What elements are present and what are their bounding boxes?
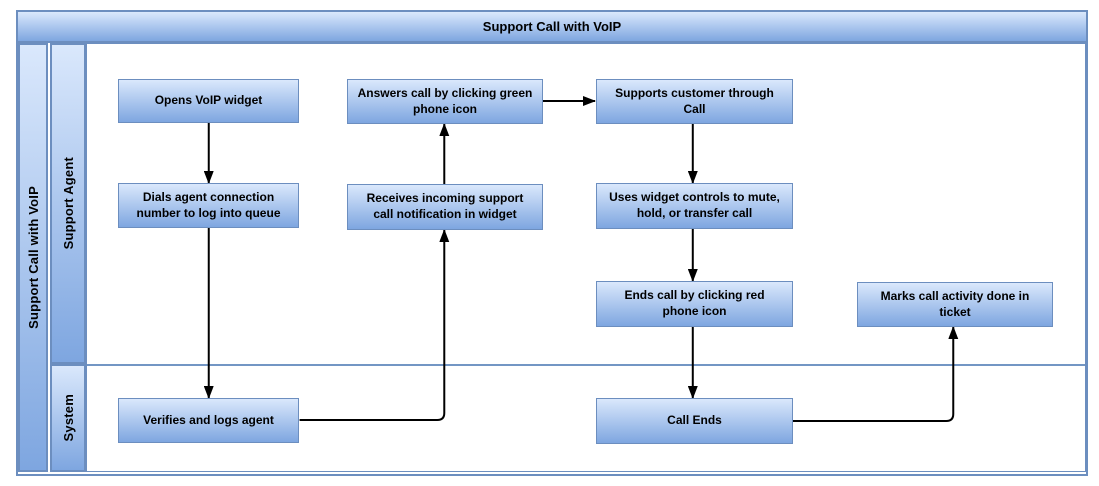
node-marks-call-activity-done: Marks call activity done in ticket [857, 282, 1053, 327]
node-dials-agent-connection-number: Dials agent connection number to log int… [118, 183, 299, 228]
lane-label-system-text: System [60, 394, 76, 442]
lane-label-system: System [50, 364, 86, 472]
edge-verifies-to-receives [299, 229, 450, 421]
lane-label-support-agent: Support Agent [50, 43, 86, 364]
pool-label: Support Call with VoIP [18, 43, 48, 472]
node-call-ends: Call Ends [596, 398, 793, 444]
node-uses-widget-controls: Uses widget controls to mute, hold, or t… [596, 183, 793, 229]
pool-body: Support Call with VoIP Support Agent Sys… [18, 43, 1086, 472]
diagram-title: Support Call with VoIP [482, 19, 622, 34]
lane-label-support-agent-text: Support Agent [60, 157, 76, 250]
pool-label-text: Support Call with VoIP [25, 186, 41, 329]
pool-support-call-with-voip: Support Call with VoIP Support Call with… [16, 10, 1088, 476]
node-supports-customer-through-call: Supports customer through Call [596, 79, 793, 124]
node-verifies-and-logs-agent: Verifies and logs agent [118, 398, 299, 443]
lanes-content-area: Opens VoIP widget Dials agent connection… [86, 43, 1086, 472]
node-answers-call-green-phone-icon: Answers call by clicking green phone ico… [347, 79, 543, 124]
node-opens-voip-widget: Opens VoIP widget [118, 79, 299, 123]
edge-callends-to-marks [791, 326, 959, 422]
lane-divider [87, 364, 1085, 366]
pool-title-bar: Support Call with VoIP [18, 12, 1086, 43]
node-ends-call-red-phone-icon: Ends call by clicking red phone icon [596, 281, 793, 327]
node-receives-incoming-call-notification: Receives incoming support call notificat… [347, 184, 543, 230]
